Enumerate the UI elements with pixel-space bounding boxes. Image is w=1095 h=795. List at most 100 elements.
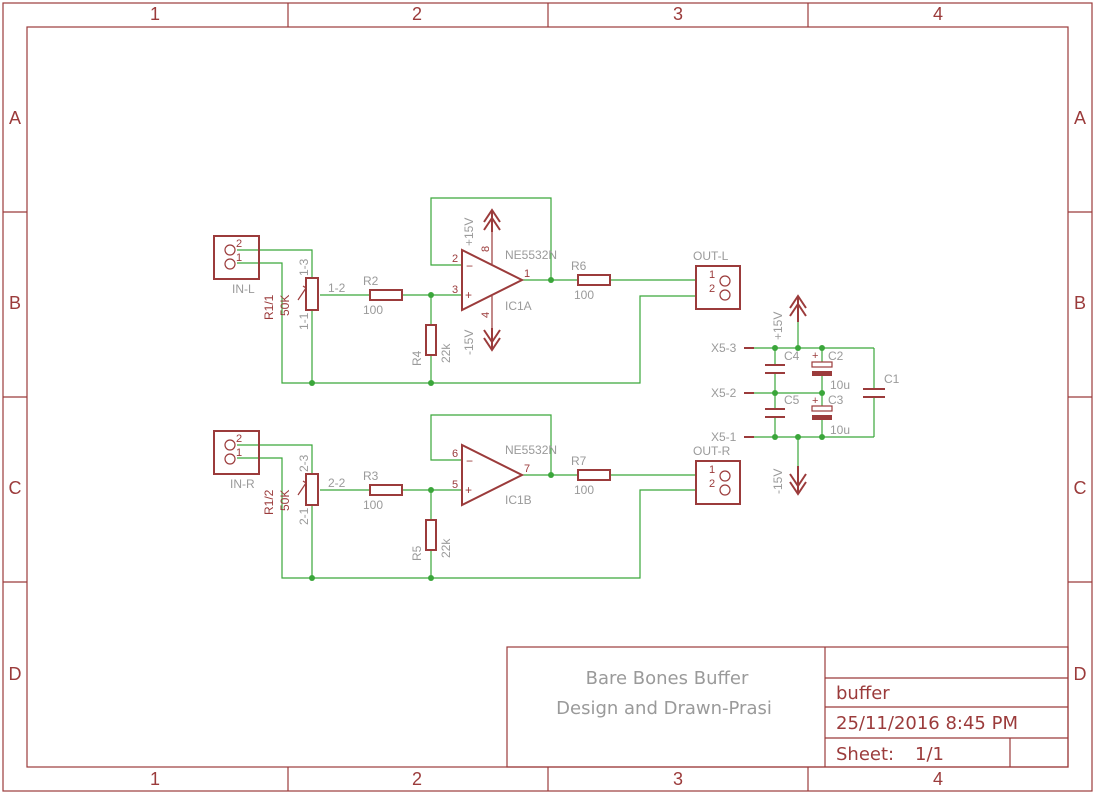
polarity-mark: +	[812, 350, 818, 362]
opamp-ic1a: − + 2 3 1 8 4 NE5532N IC1A	[452, 228, 557, 332]
right-channel: 2 1 IN-R R1/2 50K 2-3 2-1 2-2 R3 100 R5 …	[213, 414, 741, 581]
sheet-label: Sheet:	[836, 744, 894, 765]
capacitor-value: 10u	[830, 423, 850, 437]
pin-number: 2	[236, 238, 242, 250]
resistor-r6: R6 100	[571, 259, 611, 302]
pot-wiper: 2-2	[328, 476, 346, 490]
frame-column-labels-top: 1 2 3 4	[150, 4, 943, 24]
pot-pin: 2-3	[297, 454, 311, 472]
resistor-value: 100	[574, 483, 594, 497]
title-block: Bare Bones Buffer Design and Drawn-Prasi…	[506, 646, 1069, 768]
pin-number: 2	[709, 283, 715, 295]
supply-label: -15V	[462, 330, 476, 355]
resistor-r4: R4 22k	[410, 324, 453, 366]
connector-name: IN-R	[230, 477, 255, 491]
resistor-name: R7	[571, 454, 587, 468]
resistor-name: R5	[410, 545, 424, 561]
col-label: 2	[412, 4, 422, 24]
opamp-pin: 3	[452, 284, 458, 296]
opamp-name: IC1B	[505, 493, 532, 507]
opamp-ic1b: − + 6 5 7 NE5532N IC1B	[452, 443, 557, 507]
resistor-name: R2	[363, 274, 379, 288]
output-connector-left: 1 2 OUT-L	[693, 249, 741, 310]
connector-name: IN-L	[232, 282, 255, 296]
connector-pin-label: X5-2	[711, 386, 737, 400]
potentiometer-right: R1/2 50K 2-3 2-1 2-2	[262, 454, 346, 525]
inverting-sign: −	[466, 259, 473, 273]
connector-pin-label: X5-1	[711, 430, 737, 444]
drawing-author: Design and Drawn-Prasi	[556, 698, 772, 719]
connector-name: OUT-L	[693, 249, 729, 263]
col-label: 4	[933, 769, 943, 789]
opamp-pin: 6	[452, 448, 458, 460]
supply-label: +15V	[771, 312, 785, 340]
left-channel-wires	[237, 197, 697, 386]
resistor-value: 22k	[439, 538, 453, 558]
opamp-pin: 1	[524, 268, 530, 280]
capacitor-value: 10u	[830, 378, 850, 392]
capacitor-name: C3	[828, 393, 844, 407]
col-label: 3	[673, 4, 683, 24]
drawing-date: 25/11/2016 8:45 PM	[836, 713, 1018, 734]
opamp-pin: 7	[524, 463, 530, 475]
row-label: D	[1074, 664, 1087, 684]
pin-number: 2	[709, 478, 715, 490]
pot-name: R1/1	[262, 294, 276, 320]
row-label: A	[9, 108, 21, 128]
resistor-name: R4	[410, 350, 424, 366]
pin-number: 1	[236, 252, 242, 264]
pin-number: 1	[709, 269, 715, 281]
pin-number: 2	[236, 433, 242, 445]
supply-label: -15V	[771, 469, 785, 494]
supply-up-arrow-icon: +15V	[462, 208, 501, 246]
capacitor-c1: C1	[863, 372, 900, 398]
row-label: C	[1074, 478, 1087, 498]
opamp-pin: 8	[480, 246, 492, 252]
drawing-title: Bare Bones Buffer	[586, 668, 749, 689]
supply-down-arrow-icon: -15V	[462, 328, 501, 355]
noninverting-sign: +	[465, 288, 472, 302]
row-label: A	[1074, 108, 1086, 128]
opamp-pin: 4	[480, 312, 492, 318]
connector-pin-label: X5-3	[711, 341, 737, 355]
opamp-pin: 5	[452, 479, 458, 491]
row-label: D	[9, 664, 22, 684]
frame-row-labels-right: A B C D	[1074, 108, 1087, 684]
capacitor-name: C5	[784, 393, 800, 407]
col-label: 1	[150, 4, 160, 24]
input-connector-left: 2 1 IN-L	[213, 235, 260, 296]
power-wires	[752, 320, 875, 468]
capacitor-c4: C4	[765, 349, 800, 374]
capacitor-name: C2	[828, 349, 844, 363]
output-connector-right: 1 2 OUT-R	[693, 444, 741, 505]
capacitor-c2: + C2 10u	[811, 349, 850, 392]
capacitor-c3: + C3 10u	[811, 393, 850, 437]
frame-row-labels-left: A B C D	[9, 108, 22, 684]
opamp-part: NE5532N	[505, 443, 557, 457]
connector-name: OUT-R	[693, 444, 731, 458]
supply-up-arrow-icon: +15V	[771, 294, 807, 340]
capacitor-c5: C5	[765, 393, 800, 418]
resistor-r2: R2 100	[363, 274, 403, 317]
potentiometer-left: R1/1 50K 1-3 1-1 1-2	[262, 258, 346, 330]
inverting-sign: −	[466, 454, 473, 468]
col-label: 2	[412, 769, 422, 789]
opamp-name: IC1A	[505, 299, 532, 313]
pin-number: 1	[709, 464, 715, 476]
supply-label: +15V	[462, 218, 476, 246]
pin-number: 1	[236, 447, 242, 459]
left-channel: 2 1 IN-L R1/1 50K 1-3 1-1 1-2 R2 100 R4 …	[213, 197, 741, 386]
noninverting-sign: +	[465, 483, 472, 497]
opamp-pin: 2	[452, 253, 458, 265]
pot-name: R1/2	[262, 489, 276, 515]
col-label: 1	[150, 769, 160, 789]
resistor-name: R3	[363, 469, 379, 483]
drawing-name: buffer	[836, 683, 890, 704]
pot-value: 50K	[278, 490, 292, 511]
sheet-number: 1/1	[915, 744, 944, 765]
polarity-mark: +	[812, 395, 818, 407]
supply-down-arrow-icon: -15V	[771, 466, 807, 496]
pot-wiper: 1-2	[328, 281, 346, 295]
